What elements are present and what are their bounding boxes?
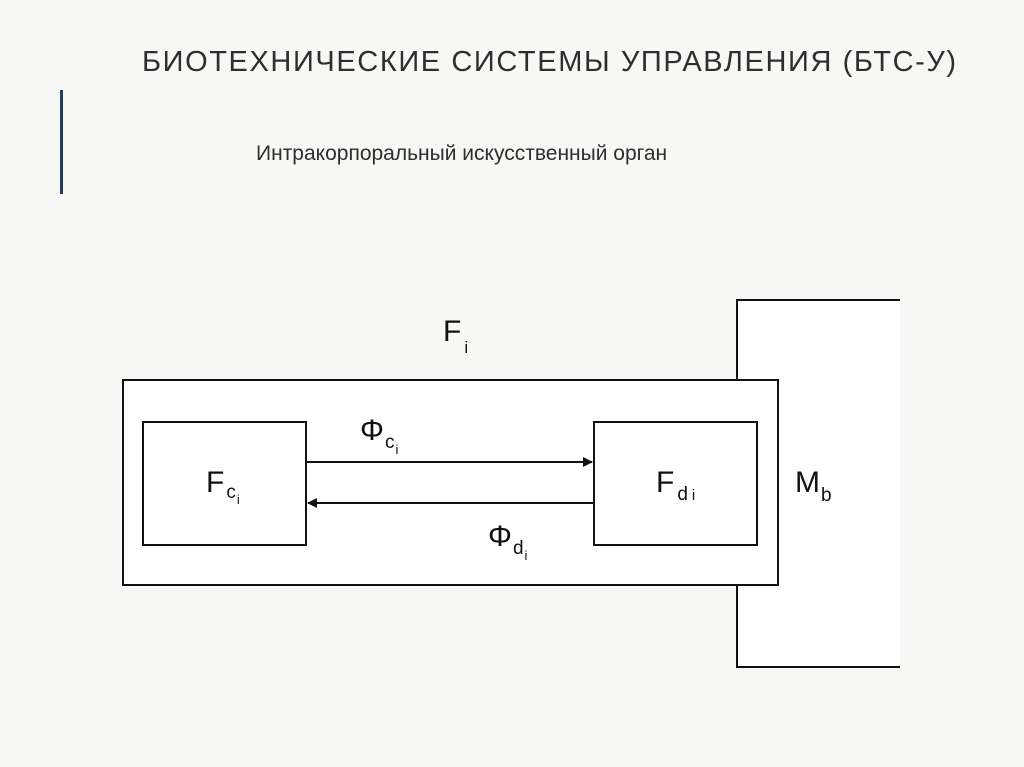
accent-bar xyxy=(60,90,63,194)
flow-top-label: Φci xyxy=(360,414,398,457)
slide-subtitle: Интракорпоральный искусственный орган xyxy=(256,142,668,165)
slide-title: БИОТЕХНИЧЕСКИЕ СИСТЕМЫ УПРАВЛЕНИЯ (БТС-У… xyxy=(142,46,958,78)
flow-bottom-label: Φdi xyxy=(488,520,528,563)
control-block xyxy=(142,421,307,546)
executive-block xyxy=(593,421,758,546)
organism-label: Mb xyxy=(795,466,832,506)
